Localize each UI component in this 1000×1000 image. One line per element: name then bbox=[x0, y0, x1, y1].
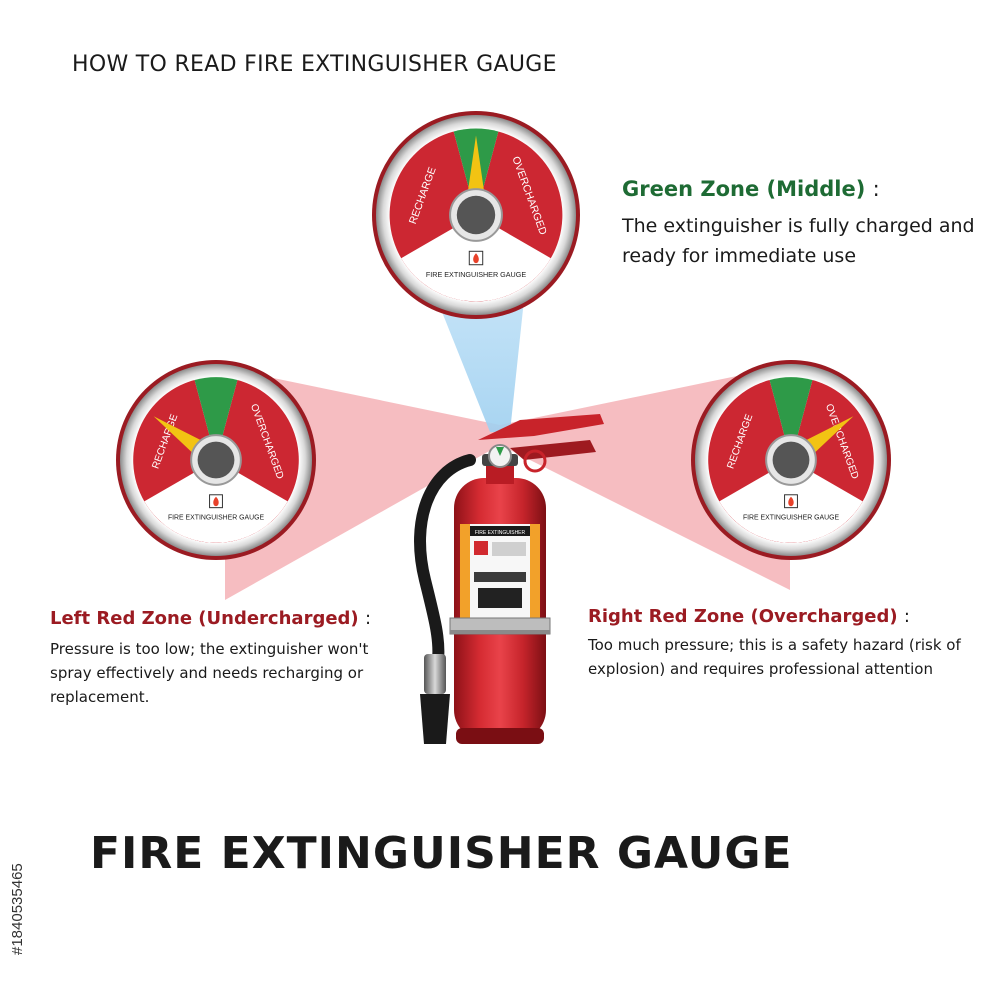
hose bbox=[414, 454, 476, 666]
gauge-right-face-caption: FIRE EXTINGUISHER GAUGE bbox=[743, 515, 840, 522]
green-zone-description: The extinguisher is fully charged and re… bbox=[622, 215, 975, 267]
nozzle bbox=[424, 654, 446, 694]
pin-ring bbox=[523, 449, 547, 473]
label-text: FIRE EXTINGUISHER bbox=[475, 530, 526, 536]
neck bbox=[486, 462, 514, 484]
left-zone-description: Pressure is too low; the extinguisher wo… bbox=[50, 640, 369, 706]
page-title: HOW TO READ FIRE EXTINGUISHER GAUGE bbox=[72, 52, 557, 77]
gauge-middle-hub bbox=[456, 195, 496, 235]
stock-id-text: #1840535465 bbox=[9, 863, 26, 955]
handle bbox=[478, 414, 604, 440]
label-header bbox=[470, 526, 530, 536]
fire-extinguisher-illustration: FIRE EXTINGUISHER bbox=[414, 414, 604, 744]
cylinder-base bbox=[456, 728, 544, 744]
gauge-left-flame-shape bbox=[213, 496, 219, 507]
green-zone-colon: : bbox=[872, 177, 880, 201]
right-zone-colon: : bbox=[903, 606, 910, 627]
green-zone-heading: Green Zone (Middle) : bbox=[622, 177, 880, 201]
gauge-left-hub bbox=[197, 441, 235, 479]
gauge-left-face-caption: FIRE EXTINGUISHER GAUGE bbox=[168, 515, 265, 522]
left-zone-heading: Left Red Zone (Undercharged) : bbox=[50, 608, 371, 629]
right-zone-heading-text: Right Red Zone (Overcharged) bbox=[588, 606, 898, 627]
label-lines bbox=[492, 542, 526, 556]
right-zone-description: Too much pressure; this is a safety haza… bbox=[588, 636, 961, 678]
gauge-middle-flame-shape bbox=[473, 253, 479, 264]
clamp-band-shade bbox=[450, 630, 550, 634]
label-icon bbox=[474, 541, 488, 555]
label-side-right bbox=[530, 524, 540, 620]
gauge-right-hub bbox=[772, 441, 810, 479]
label-barcode bbox=[474, 572, 526, 582]
label-box bbox=[478, 588, 522, 608]
mini-gauge-green bbox=[496, 447, 504, 456]
gauge-right-flame-shape bbox=[788, 496, 794, 507]
nozzle-tip bbox=[420, 694, 450, 744]
lever bbox=[510, 440, 596, 460]
main-title: FIRE EXTINGUISHER GAUGE bbox=[90, 828, 793, 879]
green-zone-heading-text: Green Zone (Middle) bbox=[622, 177, 866, 201]
gauge-right-zone-green bbox=[769, 377, 813, 460]
gauge-middle-face-caption: FIRE EXTINGUISHER GAUGE bbox=[426, 270, 526, 279]
left-zone-colon: : bbox=[364, 608, 372, 629]
label-side-left bbox=[460, 524, 470, 620]
right-zone-heading: Right Red Zone (Overcharged) : bbox=[588, 606, 910, 627]
gauge-left-zone-green bbox=[194, 377, 238, 460]
left-zone-heading-text: Left Red Zone (Undercharged) bbox=[50, 608, 359, 629]
